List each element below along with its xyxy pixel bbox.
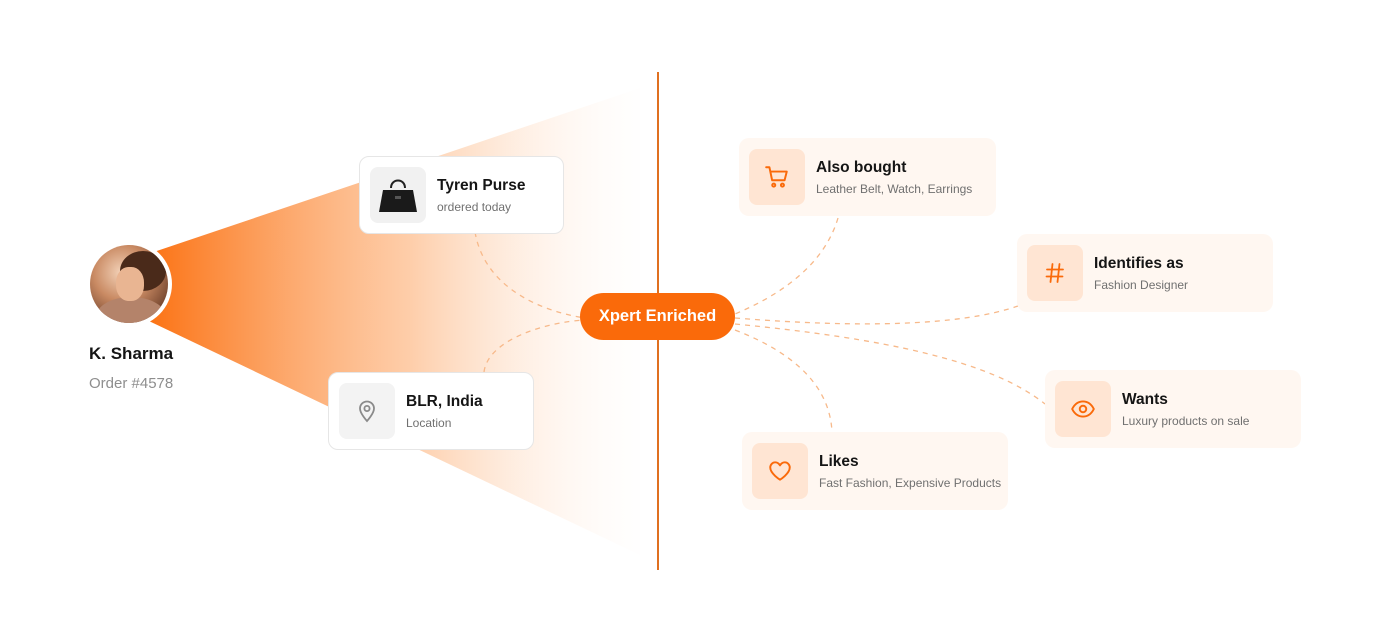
card-title: Wants (1122, 390, 1168, 408)
card-location: BLR, India Location (328, 372, 534, 450)
connector-also-bought (734, 217, 839, 315)
connector-lines (474, 217, 1046, 433)
location-pin-icon (339, 383, 395, 439)
connector-purse (474, 231, 586, 319)
hash-icon (1027, 245, 1083, 301)
connector-likes (734, 329, 833, 433)
order-number: Order #4578 (89, 375, 174, 392)
eye-icon (1055, 381, 1111, 437)
connector-wants (734, 323, 1046, 405)
connector-location (483, 319, 586, 373)
avatar-photo (90, 245, 168, 323)
card-title: Tyren Purse (437, 176, 526, 194)
card-tyren-purse: Tyren Purse ordered today (359, 156, 564, 234)
xpert-enriched-badge: Xpert Enriched (580, 293, 735, 340)
card-likes: Likes Fast Fashion, Expensive Products (742, 432, 1008, 510)
person-name: K. Sharma (89, 344, 174, 363)
card-identifies-as: Identifies as Fashion Designer (1017, 234, 1273, 312)
card-title: Likes (819, 452, 859, 470)
connector-identifies (734, 305, 1019, 325)
shopping-cart-icon (749, 149, 805, 205)
card-title: BLR, India (406, 392, 483, 410)
card-subtitle: Fashion Designer (1094, 277, 1189, 292)
card-wants: Wants Luxury products on sale (1045, 370, 1301, 448)
card-title: Identifies as (1094, 254, 1184, 272)
card-title: Also bought (816, 158, 907, 176)
heart-icon (752, 443, 808, 499)
card-subtitle: Leather Belt, Watch, Earrings (816, 181, 973, 196)
card-also-bought: Also bought Leather Belt, Watch, Earring… (739, 138, 996, 216)
card-subtitle: Fast Fashion, Expensive Products (819, 475, 1002, 490)
card-subtitle: Luxury products on sale (1122, 413, 1250, 428)
card-subtitle: ordered today (437, 199, 512, 214)
card-subtitle: Location (406, 415, 452, 430)
avatar (86, 241, 172, 327)
purse-image (370, 167, 426, 223)
